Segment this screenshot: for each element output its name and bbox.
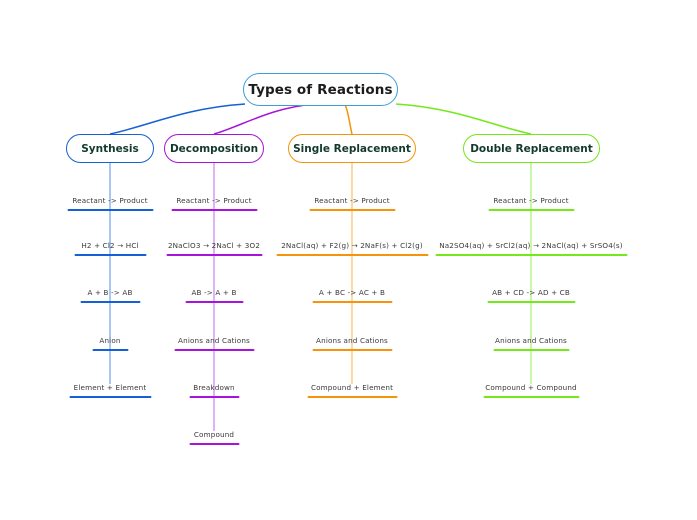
- root-to-branch-connector: [343, 103, 353, 135]
- root-to-branch-connector: [395, 103, 532, 135]
- branch-node-label: Single Replacement: [293, 142, 411, 155]
- leaf-item[interactable]: Compound + Compound: [183, 383, 697, 398]
- leaf-item-label: Compound + Compound: [485, 383, 577, 392]
- leaf-item-label: Element + Element: [73, 383, 147, 392]
- root-node-label: Types of Reactions: [248, 81, 393, 98]
- leaf-item-label: Compound: [193, 430, 235, 439]
- branch-node-label: Synthesis: [81, 142, 139, 155]
- leaf-item-underline: [488, 208, 574, 211]
- leaf-item-underline: [487, 300, 575, 303]
- branch-node-decomposition[interactable]: Decomposition: [164, 134, 264, 163]
- leaf-item-label: Anions and Cations: [495, 336, 567, 345]
- root-node-types-of-reactions[interactable]: Types of Reactions: [243, 73, 398, 106]
- leaf-item[interactable]: Anions and Cations: [183, 336, 697, 351]
- leaf-item-underline: [69, 395, 151, 398]
- leaf-item[interactable]: Element + Element: [0, 383, 459, 398]
- leaf-item-underline: [435, 253, 627, 256]
- leaf-item[interactable]: AB + CD -> AD + CB: [183, 288, 697, 303]
- leaf-item-label: Reactant -> Product: [493, 196, 569, 205]
- leaf-item-underline: [493, 348, 569, 351]
- leaf-item-label: Na2SO4(aq) + SrCl2(aq) → 2NaCl(aq) + SrS…: [439, 241, 623, 250]
- root-to-branch-connector: [109, 103, 246, 135]
- branch-node-single-replacement[interactable]: Single Replacement: [288, 134, 416, 163]
- leaf-item[interactable]: Compound: [0, 430, 563, 445]
- leaf-item-underline: [189, 442, 239, 445]
- branch-node-synthesis[interactable]: Synthesis: [66, 134, 154, 163]
- branch-node-label: Decomposition: [169, 142, 259, 155]
- leaf-item-underline: [483, 395, 579, 398]
- leaf-item-underline: [307, 395, 397, 398]
- leaf-item-label: AB + CD -> AD + CB: [492, 288, 570, 297]
- branch-node-label: Double Replacement: [470, 142, 593, 155]
- leaf-item[interactable]: Reactant -> Product: [183, 196, 697, 211]
- leaf-item[interactable]: Na2SO4(aq) + SrCl2(aq) → 2NaCl(aq) + SrS…: [183, 241, 697, 256]
- leaf-item-label: Compound + Element: [310, 383, 394, 392]
- root-to-branch-connector: [213, 103, 315, 135]
- branch-node-double-replacement[interactable]: Double Replacement: [463, 134, 600, 163]
- leaf-item[interactable]: Compound + Element: [4, 383, 697, 398]
